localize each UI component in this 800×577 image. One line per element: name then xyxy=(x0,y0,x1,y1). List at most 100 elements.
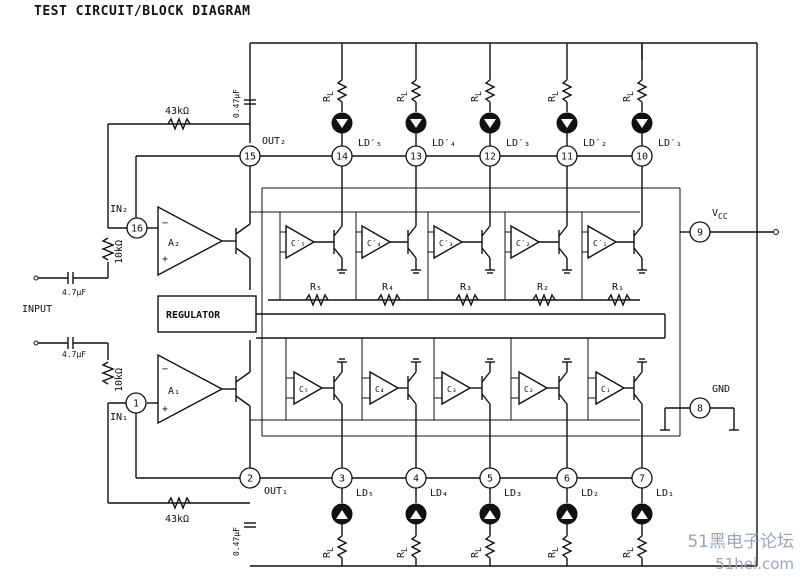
rl-label-top: RL xyxy=(396,91,409,102)
pin-5: 5 xyxy=(479,467,501,489)
pin-circle xyxy=(239,467,261,489)
led-top-label: LD′₂ xyxy=(583,138,607,149)
rl-label-bottom: RL xyxy=(547,547,560,558)
comparator-bottom xyxy=(293,370,324,406)
pin-circle xyxy=(631,145,653,167)
rl-resistor-bottom xyxy=(410,535,422,559)
pin-circle xyxy=(631,467,653,489)
led-bottom-label: LD₄ xyxy=(430,488,448,499)
comparator-top-label: C′₃ xyxy=(439,239,453,248)
pin-number: 8 xyxy=(697,404,703,415)
pin-4: 4 xyxy=(405,467,427,489)
pin-10: 10 xyxy=(631,145,653,167)
pin-circle xyxy=(479,467,501,489)
comparator-bottom xyxy=(441,370,472,406)
ladder-resistor-label: R₃ xyxy=(460,282,472,293)
comparator-bottom-label: C₃ xyxy=(447,385,457,394)
pin-number: 11 xyxy=(561,152,573,163)
pin-number: 9 xyxy=(697,228,703,239)
input-network: 43kΩ 43kΩ 10kΩ 10kΩ 4.7μF 4.7μF INPUT IN… xyxy=(22,106,250,525)
rl-label-top: RL xyxy=(470,91,483,102)
pin-circle xyxy=(479,145,501,167)
pin-number: 15 xyxy=(244,152,256,163)
led-top-label: LD′₁ xyxy=(658,138,682,149)
watermark-line1: 51黑电子论坛 xyxy=(687,532,794,552)
pin-6: 6 xyxy=(556,467,578,489)
ladder-resistor-label: R₁ xyxy=(612,282,624,293)
comparator-top-label: C′₁ xyxy=(593,239,607,248)
cap-47-top-label: 4.7μF xyxy=(62,288,86,297)
pin-circle xyxy=(556,467,578,489)
comparator-top xyxy=(361,224,392,260)
led-top-label: LD′₃ xyxy=(506,138,530,149)
comparator-top xyxy=(433,224,464,260)
rl-resistor-top xyxy=(336,79,348,103)
rl-resistor-top xyxy=(561,79,573,103)
pin-9: 9 xyxy=(689,221,711,243)
pin-2: 2 xyxy=(239,467,261,489)
comparator-bottom-label: C₄ xyxy=(375,385,385,394)
pin-13: 13 xyxy=(405,145,427,167)
ladder-resistor xyxy=(377,293,401,307)
pin-number: 3 xyxy=(339,474,345,485)
pin-circle xyxy=(239,145,261,167)
out2-label: OUT₂ xyxy=(262,136,286,147)
pin-16: 16 xyxy=(126,217,148,239)
gnd-label: GND xyxy=(712,384,730,395)
cap-047-bottom-label: 0.47μF xyxy=(232,527,241,556)
pin-circle xyxy=(689,221,711,243)
comparator-bottom xyxy=(595,370,626,406)
rl-resistor-top xyxy=(484,79,496,103)
comparator-bottom xyxy=(518,370,549,406)
comparator-bottom-label: C₁ xyxy=(601,385,611,394)
ladder-resistor xyxy=(532,293,556,307)
led-top-label: LD′₄ xyxy=(432,138,456,149)
pin-circle xyxy=(689,397,711,419)
pin-number: 4 xyxy=(413,474,419,485)
rl-resistor-bottom xyxy=(484,535,496,559)
rl-resistor-bottom xyxy=(636,535,648,559)
ladder-resistor xyxy=(455,293,479,307)
comparator-bottom xyxy=(369,370,400,406)
pin-number: 12 xyxy=(484,152,496,163)
res-10k-bottom-label: 10kΩ xyxy=(114,368,125,392)
regulator-block: REGULATOR xyxy=(157,295,666,339)
led-bottom-label: LD₅ xyxy=(356,488,374,499)
pin-11: 11 xyxy=(556,145,578,167)
input-label: INPUT xyxy=(22,304,52,315)
comparator-bottom-label: C₂ xyxy=(524,385,534,394)
cap-47-bottom-label: 4.7μF xyxy=(62,350,86,359)
pin-number: 7 xyxy=(639,474,645,485)
pin-circle xyxy=(126,217,148,239)
ladder-resistor xyxy=(607,293,631,307)
comparator-top-label: C′₅ xyxy=(291,239,305,248)
comparator-top-label: C′₄ xyxy=(367,239,381,248)
pin-number: 2 xyxy=(247,474,253,485)
res-43k-top-label: 43kΩ xyxy=(165,106,189,117)
top-led-rail xyxy=(249,42,758,567)
internal-bus: VCC GND xyxy=(250,187,779,437)
ladder-resistor xyxy=(305,293,329,307)
rl-label-top: RL xyxy=(322,91,335,102)
watermark-line2: 51hei.com xyxy=(715,555,794,573)
rl-label-top: RL xyxy=(622,91,635,102)
rl-resistor-top xyxy=(636,79,648,103)
res-10k-top-label: 10kΩ xyxy=(114,240,125,264)
pin-circle xyxy=(331,467,353,489)
svg-text:−: − xyxy=(162,364,168,375)
diagram-title: TEST CIRCUIT/BLOCK DIAGRAM xyxy=(34,4,251,19)
rl-label-top: RL xyxy=(547,91,560,102)
amp1-label: A₁ xyxy=(168,386,180,397)
led-top-label: LD′₅ xyxy=(358,138,382,149)
pin-8: 8 xyxy=(689,397,711,419)
res-43k-bottom-label: 43kΩ xyxy=(165,514,189,525)
ladder-resistor-label: R₄ xyxy=(382,282,394,293)
svg-text:+: + xyxy=(162,404,168,415)
ladder-resistor-label: R₂ xyxy=(537,282,549,293)
regulator-label: REGULATOR xyxy=(166,310,221,321)
pin-circle xyxy=(331,145,353,167)
